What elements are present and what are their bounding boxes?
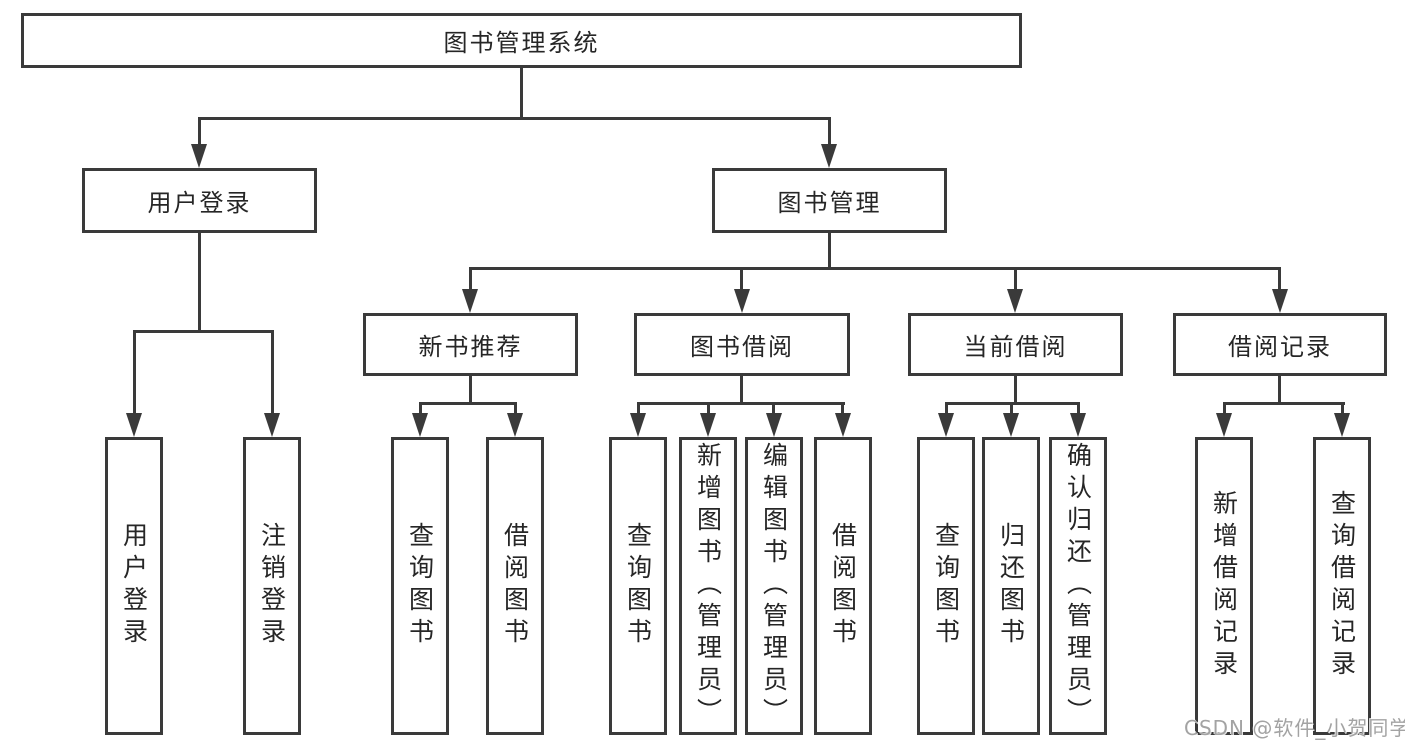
arrowhead-bb4-icon	[835, 413, 851, 437]
connector-drop-nb1	[419, 402, 422, 415]
node-borrow-records: 借阅记录	[1173, 313, 1387, 376]
arrowhead-logout-icon	[264, 413, 280, 437]
connector-borrow-records-horizontal	[1223, 402, 1345, 405]
leaf-cb-return-books: 归还图书	[982, 437, 1040, 735]
arrowhead-nb2-icon	[507, 413, 523, 437]
arrowhead-new-books-icon	[462, 289, 478, 313]
connector-level2-horizontal	[469, 267, 1281, 270]
leaf-bb-borrow-books: 借阅图书	[814, 437, 872, 735]
connector-drop-bb2	[707, 402, 710, 415]
node-user-login-label: 用户登录	[147, 189, 252, 217]
arrowhead-br1-icon	[1216, 413, 1232, 437]
leaf-br-add-record-label: 新增借阅记录	[1209, 490, 1239, 682]
connector-drop-br2	[1341, 402, 1344, 415]
leaf-bb-search-books: 查询图书	[609, 437, 667, 735]
leaf-bb-edit-books-admin-label: 编辑图书（管理员）	[759, 442, 789, 730]
connector-drop-book-borrow	[740, 267, 743, 292]
node-borrow-records-label: 借阅记录	[1228, 333, 1332, 361]
leaf-logout-label: 注销登录	[257, 522, 287, 650]
leaf-nb-search-books-label: 查询图书	[405, 522, 435, 650]
connector-new-books-stub	[469, 376, 472, 405]
connector-new-books-horizontal	[419, 402, 517, 405]
connector-book-borrow-stub	[740, 376, 743, 405]
connector-drop-cb2	[1010, 402, 1013, 415]
arrowhead-cb2-icon	[1003, 413, 1019, 437]
leaf-cb-search-books: 查询图书	[917, 437, 975, 735]
node-current-borrow-label: 当前借阅	[963, 333, 1068, 361]
node-current-borrow: 当前借阅	[908, 313, 1123, 376]
arrowhead-current-borrow-icon	[1007, 289, 1023, 313]
connector-drop-cb1	[945, 402, 948, 415]
connector-book-borrow-horizontal	[637, 402, 845, 405]
connector-drop-current-borrow	[1014, 267, 1017, 292]
leaf-cb-confirm-return-admin-label: 确认归还（管理员）	[1063, 442, 1093, 730]
node-book-mgmt: 图书管理	[712, 168, 947, 233]
connector-drop-bb4	[841, 402, 844, 415]
node-user-login: 用户登录	[82, 168, 317, 233]
connector-drop-bb1	[637, 402, 640, 415]
arrowhead-bb3-icon	[766, 413, 782, 437]
arrowhead-cb3-icon	[1070, 413, 1086, 437]
leaf-bb-borrow-books-label: 借阅图书	[828, 522, 858, 650]
leaf-br-add-record: 新增借阅记录	[1195, 437, 1253, 735]
arrowhead-borrow-records-icon	[1272, 289, 1288, 313]
connector-current-borrow-stub	[1014, 376, 1017, 405]
connector-drop-new-books	[469, 267, 472, 292]
node-new-books-label: 新书推荐	[418, 333, 523, 361]
leaf-nb-search-books: 查询图书	[391, 437, 449, 735]
connector-drop-cb3	[1077, 402, 1080, 415]
leaf-cb-confirm-return-admin: 确认归还（管理员）	[1049, 437, 1107, 735]
leaf-bb-search-books-label: 查询图书	[623, 522, 653, 650]
leaf-user-login: 用户登录	[105, 437, 163, 735]
node-book-borrow-label: 图书借阅	[690, 333, 794, 361]
connector-drop-logout	[271, 330, 274, 415]
arrowhead-user-login-icon	[191, 144, 207, 168]
connector-drop-br1	[1223, 402, 1226, 415]
node-root-library-system: 图书管理系统	[21, 13, 1022, 68]
arrowhead-nb1-icon	[412, 413, 428, 437]
leaf-user-login-label: 用户登录	[119, 522, 149, 650]
connector-drop-nb2	[514, 402, 517, 415]
node-book-borrow: 图书借阅	[634, 313, 850, 376]
connector-drop-bb3	[772, 402, 775, 415]
arrowhead-login-icon	[126, 413, 142, 437]
connector-level1-horizontal	[198, 117, 831, 120]
leaf-cb-search-books-label: 查询图书	[931, 522, 961, 650]
connector-borrow-records-stub	[1278, 376, 1281, 405]
leaf-nb-borrow-books: 借阅图书	[486, 437, 544, 735]
arrowhead-cb1-icon	[938, 413, 954, 437]
csdn-watermark: CSDN @软件_小贺同学	[1184, 716, 1405, 740]
leaf-bb-add-books-admin: 新增图书（管理员）	[679, 437, 737, 735]
arrowhead-bb1-icon	[630, 413, 646, 437]
connector-root-stub	[520, 68, 523, 118]
arrowhead-book-mgmt-icon	[821, 144, 837, 168]
leaf-logout: 注销登录	[243, 437, 301, 735]
leaf-bb-edit-books-admin: 编辑图书（管理员）	[745, 437, 803, 735]
connector-user-login-stub	[198, 233, 201, 333]
arrowhead-book-borrow-icon	[734, 289, 750, 313]
connector-drop-user-login	[198, 117, 201, 146]
arrowhead-br2-icon	[1334, 413, 1350, 437]
arrowhead-bb2-icon	[700, 413, 716, 437]
leaf-cb-return-books-label: 归还图书	[996, 522, 1026, 650]
leaf-br-search-record: 查询借阅记录	[1313, 437, 1371, 735]
connector-drop-book-mgmt	[828, 117, 831, 146]
leaf-br-search-record-label: 查询借阅记录	[1327, 490, 1357, 682]
node-new-books: 新书推荐	[363, 313, 578, 376]
leaf-nb-borrow-books-label: 借阅图书	[500, 522, 530, 650]
connector-drop-login	[133, 330, 136, 415]
connector-book-mgmt-stub	[828, 233, 831, 270]
connector-user-login-horizontal	[133, 330, 274, 333]
node-root-label: 图书管理系统	[443, 29, 600, 57]
leaf-bb-add-books-admin-label: 新增图书（管理员）	[693, 442, 723, 730]
node-book-mgmt-label: 图书管理	[777, 189, 882, 217]
connector-drop-borrow-records	[1278, 267, 1281, 292]
